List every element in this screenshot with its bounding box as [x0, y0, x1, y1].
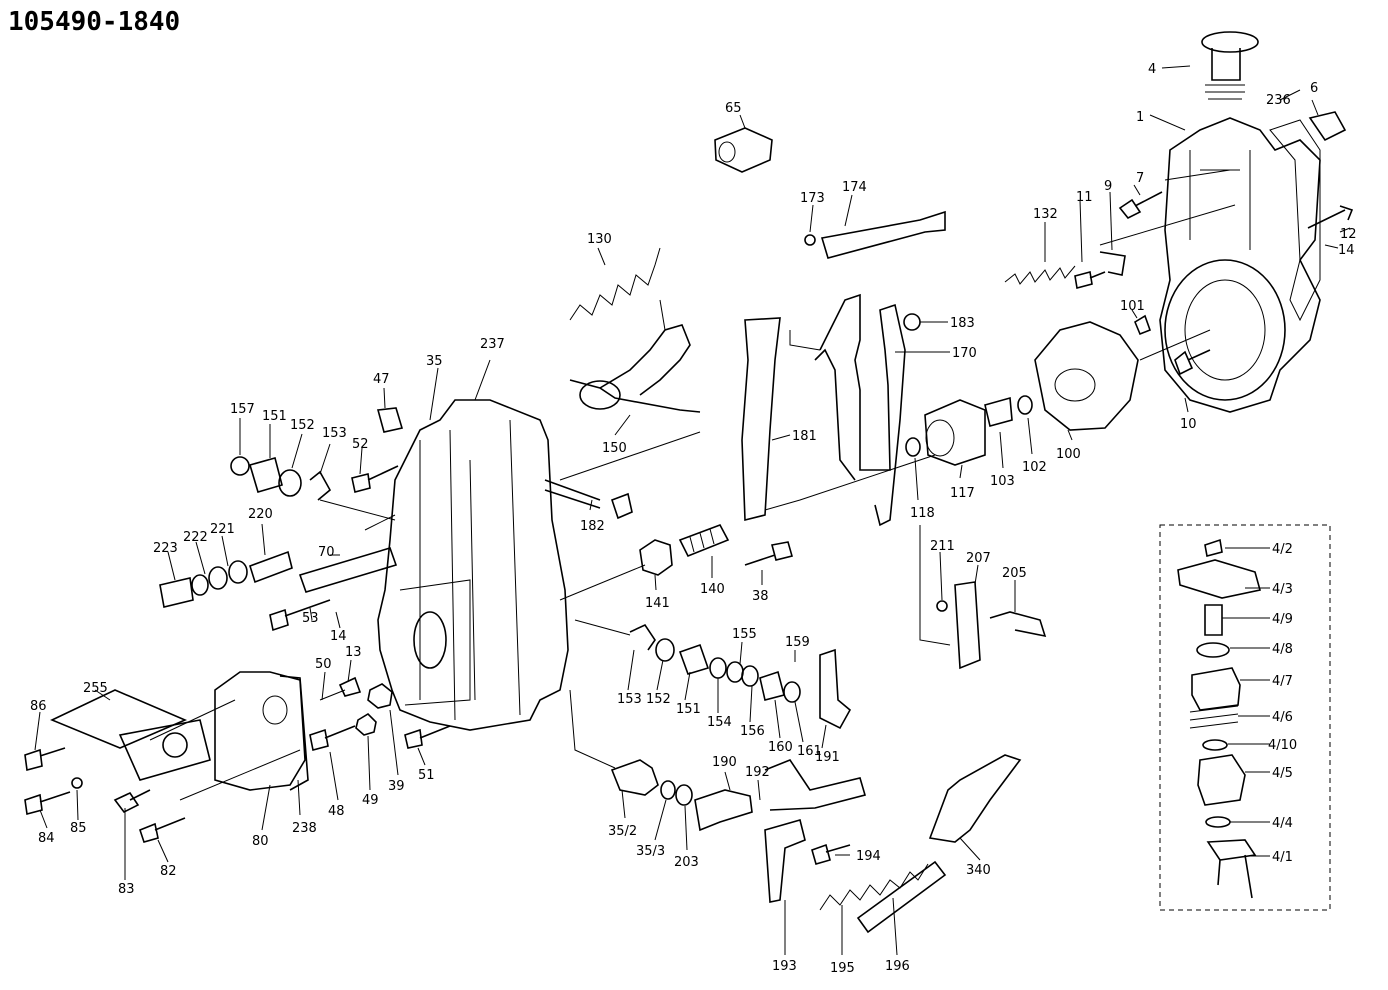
- part-label: 4/7: [1272, 674, 1293, 689]
- part-label: 51: [418, 768, 435, 783]
- part-label: 85: [70, 821, 87, 836]
- part-label: 237: [480, 337, 505, 352]
- part-label: 140: [700, 582, 725, 597]
- part-label: 35/2: [608, 824, 637, 839]
- part-label: 154: [707, 715, 732, 730]
- part-label: 35/3: [636, 844, 665, 859]
- part-label: 49: [362, 793, 379, 808]
- part-label: 80: [252, 834, 269, 849]
- part-labels: 4 6 236 1 7 9 11 12 14 132 65 173 174 13…: [30, 62, 1357, 976]
- part-label: 157: [230, 402, 255, 417]
- part-label: 150: [602, 441, 627, 456]
- part-label: 48: [328, 804, 345, 819]
- part-label: 84: [38, 831, 55, 846]
- part-label: 222: [183, 530, 208, 545]
- part-label: 65: [725, 101, 742, 116]
- part-label: 83: [118, 882, 135, 897]
- part-label: 340: [966, 863, 991, 878]
- part-label: 196: [885, 959, 910, 974]
- part-label: 53: [302, 611, 319, 626]
- part-label: 13: [345, 645, 362, 660]
- part-label: 161: [797, 744, 822, 759]
- part-label: 223: [153, 541, 178, 556]
- part-label: 195: [830, 961, 855, 976]
- parts-drawing: [24, 31, 1354, 934]
- part-label: 153: [617, 692, 642, 707]
- part-label: 221: [210, 522, 235, 537]
- part-label: 50: [315, 657, 332, 672]
- part-label: 52: [352, 437, 369, 452]
- part-label: 155: [732, 627, 757, 642]
- part-label: 141: [645, 596, 670, 611]
- inset-cap-assembly: [1159, 524, 1331, 911]
- part-label: 205: [1002, 566, 1027, 581]
- part-label: 159: [785, 635, 810, 650]
- part-label: 4/4: [1272, 816, 1293, 831]
- part-label: 194: [856, 849, 881, 864]
- part-label: 103: [990, 474, 1015, 489]
- leader-lines: [34, 65, 1351, 956]
- part-label: 10: [1180, 417, 1197, 432]
- part-label: 4/9: [1272, 612, 1293, 627]
- part-label: 238: [292, 821, 317, 836]
- part-label: 207: [966, 551, 991, 566]
- part-label: 35: [426, 354, 443, 369]
- part-label: 47: [373, 372, 390, 387]
- part-label: 118: [910, 506, 935, 521]
- part-label: 153: [322, 426, 347, 441]
- part-label: 4/6: [1272, 710, 1293, 725]
- part-label: 190: [712, 755, 737, 770]
- part-label: 4: [1148, 62, 1156, 77]
- part-label: 220: [248, 507, 273, 522]
- part-label: 117: [950, 486, 975, 501]
- part-label: 11: [1076, 190, 1093, 205]
- part-label: 12: [1340, 227, 1357, 242]
- part-label: 4/5: [1272, 766, 1293, 781]
- part-label: 7: [1136, 171, 1144, 186]
- part-label: 102: [1022, 460, 1047, 475]
- part-label: 152: [646, 692, 671, 707]
- part-label: 173: [800, 191, 825, 206]
- part-label: 4/3: [1272, 582, 1293, 597]
- part-label: 152: [290, 418, 315, 433]
- part-label: 192: [745, 765, 770, 780]
- part-label: 4/8: [1272, 642, 1293, 657]
- part-label: 82: [160, 864, 177, 879]
- part-label: 211: [930, 539, 955, 554]
- part-label: 4/2: [1272, 542, 1293, 557]
- part-label: 4/1: [1272, 850, 1293, 865]
- part-label: 4/10: [1268, 738, 1297, 753]
- part-label: 130: [587, 232, 612, 247]
- part-label: 182: [580, 519, 605, 534]
- part-label: 183: [950, 316, 975, 331]
- part-label: 70: [318, 545, 335, 560]
- part-label: 203: [674, 855, 699, 870]
- part-label: 236: [1266, 93, 1291, 108]
- part-label: 39: [388, 779, 405, 794]
- part-label: 160: [768, 740, 793, 755]
- part-label: 38: [752, 589, 769, 604]
- part-label: 151: [262, 409, 287, 424]
- part-label: 9: [1104, 179, 1112, 194]
- part-label: 174: [842, 180, 867, 195]
- part-label: 181: [792, 429, 817, 444]
- part-label: 14: [330, 629, 347, 644]
- part-label: 101: [1120, 299, 1145, 314]
- diagram-title: 105490-1840: [8, 7, 180, 37]
- part-label: 6: [1310, 81, 1318, 96]
- part-label: 193: [772, 959, 797, 974]
- part-label: 156: [740, 724, 765, 739]
- part-label: 86: [30, 699, 47, 714]
- part-label: 14: [1338, 243, 1355, 258]
- part-label: 132: [1033, 207, 1058, 222]
- part-label: 255: [83, 681, 108, 696]
- part-label: 151: [676, 702, 701, 717]
- part-label: 100: [1056, 447, 1081, 462]
- part-label: 1: [1136, 110, 1144, 125]
- part-label: 191: [815, 750, 840, 765]
- part-label: 170: [952, 346, 977, 361]
